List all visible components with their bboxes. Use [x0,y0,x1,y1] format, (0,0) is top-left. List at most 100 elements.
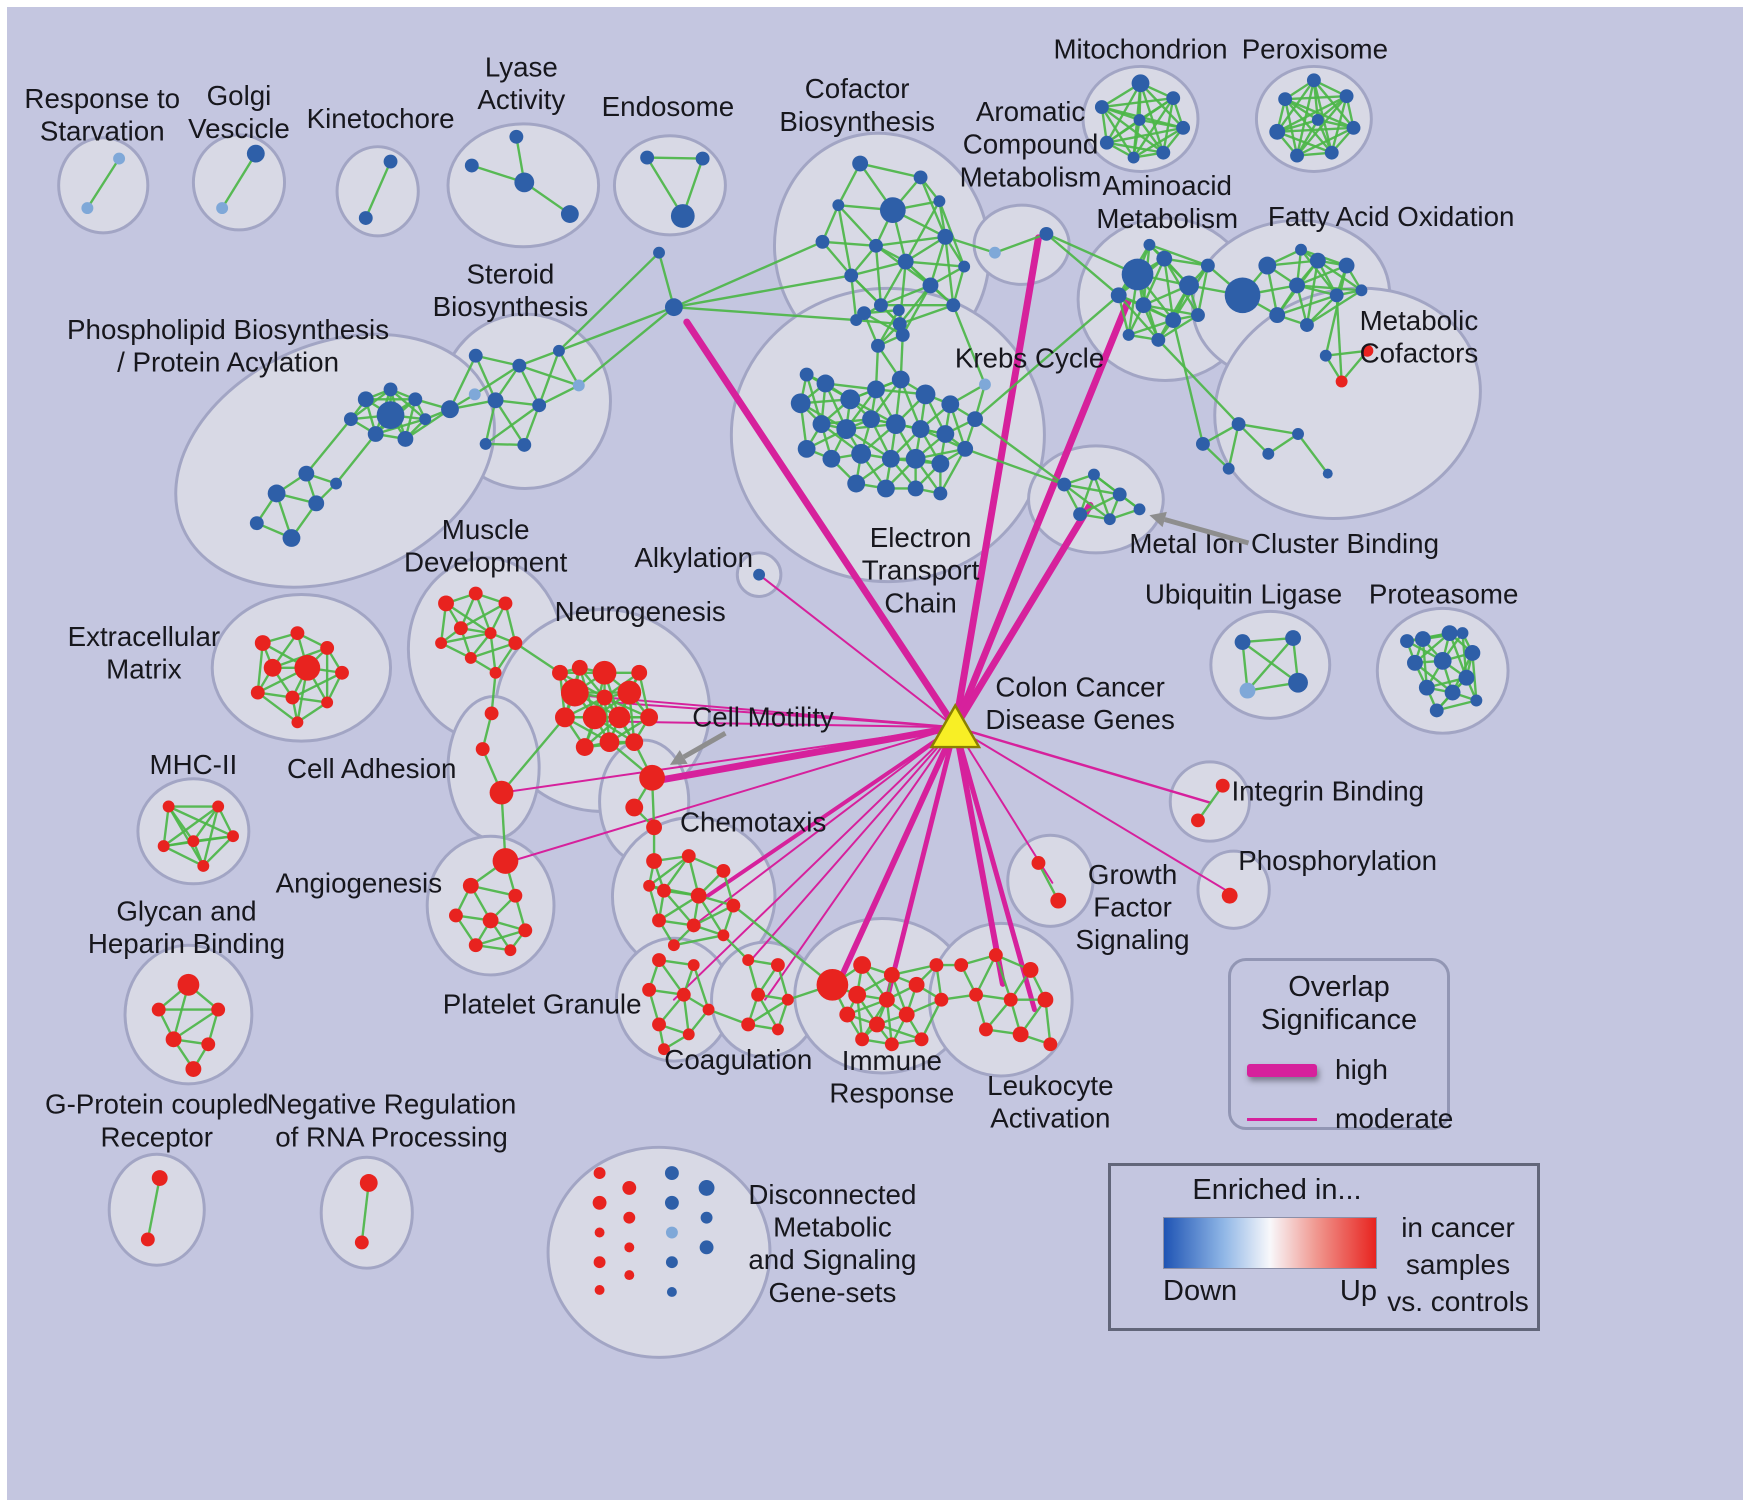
geneset-node-coagulation [781,993,794,1006]
geneset-node-fatty-acid-oxidation [1269,307,1286,324]
geneset-node-cofactor-biosynthesis [852,155,869,172]
geneset-overlap-edge [1335,295,1343,382]
geneset-node-fatty-acid-oxidation [1258,256,1277,275]
geneset-overlap-edge [732,904,834,986]
geneset-node-aminoacid-metabolism [1179,275,1199,296]
geneset-node-krebs-etc [967,411,983,428]
geneset-overlap-edge [538,350,561,406]
geneset-overlap-edge [1300,248,1338,297]
geneset-node-metal-ion-binding [1103,513,1116,526]
geneset-node-krebs-etc [812,415,831,434]
geneset-overlap-edge [658,959,685,996]
geneset-node-muscle-development [464,651,477,664]
geneset-node-disconnected-gene-sets [623,1211,636,1224]
geneset-overlap-edge [1241,641,1249,691]
geneset-node-ubiquitin-ligase [1234,634,1251,650]
geneset-overlap-edge [1267,433,1299,455]
geneset-node-angiogenesis [492,848,519,874]
overlap-edge-high [951,501,1094,731]
geneset-node-extracellular-matrix [285,690,300,705]
geneset-node-fatty-acid-oxidation [1300,318,1314,332]
geneset-node-connector-nodes [653,246,665,259]
geneset-overlap-edge [1471,652,1478,701]
geneset-node-lyase-activity [509,129,524,144]
geneset-node-fatty-acid-oxidation [1224,277,1261,314]
geneset-overlap-edge [1277,126,1354,134]
label-chemotaxis: Chemotaxis [680,806,826,837]
geneset-node-chemotaxis [716,863,731,878]
metal-ion-pointer [1164,517,1250,546]
geneset-overlap-edge [523,404,541,446]
geneset-overlap-edge [994,954,1012,1001]
geneset-node-lyase-activity [464,158,479,173]
geneset-node-angiogenesis [468,938,483,953]
label-ubiquitin-ligase: Ubiquitin Ligase [1145,578,1342,609]
geneset-node-metal-ion-binding [1057,477,1072,492]
geneset-node-phospholipid-acylation [408,392,423,407]
layer-spokes [500,234,1233,1013]
geneset-overlap-edge [167,805,205,867]
geneset-node-cofactor-biosynthesis [946,298,961,313]
geneset-node-steroid-biosynthesis [572,379,585,392]
geneset-node-immune-response [908,976,925,993]
geneset-node-disconnected-gene-sets [594,1285,605,1295]
label-kinetochore: Kinetochore [307,103,455,134]
geneset-overlap-edge [364,161,392,219]
geneset-node-cofactor-biosynthesis [913,170,928,185]
geneset-overlap-edge [162,806,170,847]
geneset-node-proteasome [1441,625,1458,642]
geneset-overlap-edge [1100,106,1135,159]
geneset-node-krebs-etc [876,479,895,498]
overlap-edge-moderate [692,726,957,927]
geneset-node-peroxisome [1290,148,1304,163]
geneset-overlap-edge [389,388,426,421]
geneset-node-krebs-etc [911,420,930,438]
geneset-node-mitochondrion [1127,151,1140,164]
geneset-node-proteasome [1418,679,1435,696]
geneset-overlap-edge [475,354,520,367]
geneset-overlap-edge [305,418,352,475]
geneset-node-steroid-biosynthesis [468,348,483,363]
geneset-node-leukocyte-activation [954,958,969,972]
overlap-edge-moderate [504,726,957,864]
geneset-overlap-edge [484,404,540,445]
geneset-node-neurogenesis [555,707,575,728]
geneset-overlap-edge [1197,785,1224,822]
geneset-node-glycan-heparin-binding [177,973,200,996]
cluster-neg-reg-rna-processing [319,1155,414,1270]
geneset-node-aminoacid-metabolism [1165,312,1182,328]
geneset-node-glycan-heparin-binding [151,1002,166,1017]
geneset-node-cofactor-biosynthesis [892,317,907,331]
geneset-node-phospholipid-acylation [441,400,459,419]
overlap-edge-moderate [672,726,957,1001]
geneset-node-leukocyte-activation [1003,992,1018,1007]
cluster-aromatic-compound [972,203,1071,286]
geneset-overlap-edge [1196,265,1210,316]
geneset-overlap-edge [494,399,526,446]
geneset-node-fatty-acid-oxidation [1338,257,1355,274]
geneset-overlap-edge [221,152,257,209]
geneset-node-disconnected-gene-sets [665,1226,678,1239]
geneset-overlap-edge [929,236,947,286]
geneset-node-lyase-activity [560,205,579,223]
geneset-node-aminoacid-metabolism [1200,258,1215,273]
geneset-overlap-edge [879,261,907,306]
geneset-node-fatty-acid-oxidation [1289,277,1305,294]
geneset-node-cofactor-biosynthesis [869,238,883,253]
geneset-node-cell-motility [646,819,662,836]
geneset-node-krebs-etc [905,448,926,469]
geneset-node-phospholipid-acylation [298,465,315,482]
geneset-overlap-edge [1101,96,1174,109]
moderate-label: moderate [1335,1103,1454,1134]
geneset-overlap-edge [162,805,219,848]
geneset-node-proteasome [1429,703,1444,718]
geneset-node-cofactor-biosynthesis [933,195,946,208]
geneset-node-neurogenesis [599,732,620,753]
geneset-node-steroid-biosynthesis [553,344,565,357]
geneset-node-chemotaxis [646,853,662,869]
